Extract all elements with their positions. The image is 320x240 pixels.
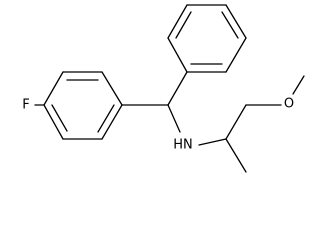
bond: [225, 4, 247, 39]
double-bond-inner: [221, 11, 239, 39]
double-bond-inner: [51, 104, 68, 132]
amine-atom-label: HN: [173, 138, 193, 153]
phenyl-ring: [167, 4, 247, 73]
bond-oxygen-to-methyl: [292, 75, 305, 95]
double-bond-inner: [97, 104, 115, 133]
bond-methine-to-nitrogen: [167, 104, 181, 133]
bond-methine-to-phenyl: [167, 71, 188, 106]
bond: [101, 104, 123, 140]
bond-ch-to-ch2: [225, 104, 247, 140]
bond: [225, 37, 247, 73]
chemical-structure-diagram: F HN O: [22, 4, 305, 173]
bond: [167, 4, 188, 39]
bond-nitrogen-to-ch: [198, 138, 227, 146]
bond: [43, 71, 64, 106]
bond: [101, 71, 123, 106]
oxygen-atom-label: O: [284, 97, 294, 112]
fluorophenyl-ring: [43, 71, 123, 140]
bond: [43, 104, 64, 140]
fluorine-atom-label: F: [22, 98, 29, 113]
double-bond-inner: [175, 11, 192, 39]
bond: [167, 37, 188, 73]
bond-ch-to-methyl: [225, 138, 247, 173]
